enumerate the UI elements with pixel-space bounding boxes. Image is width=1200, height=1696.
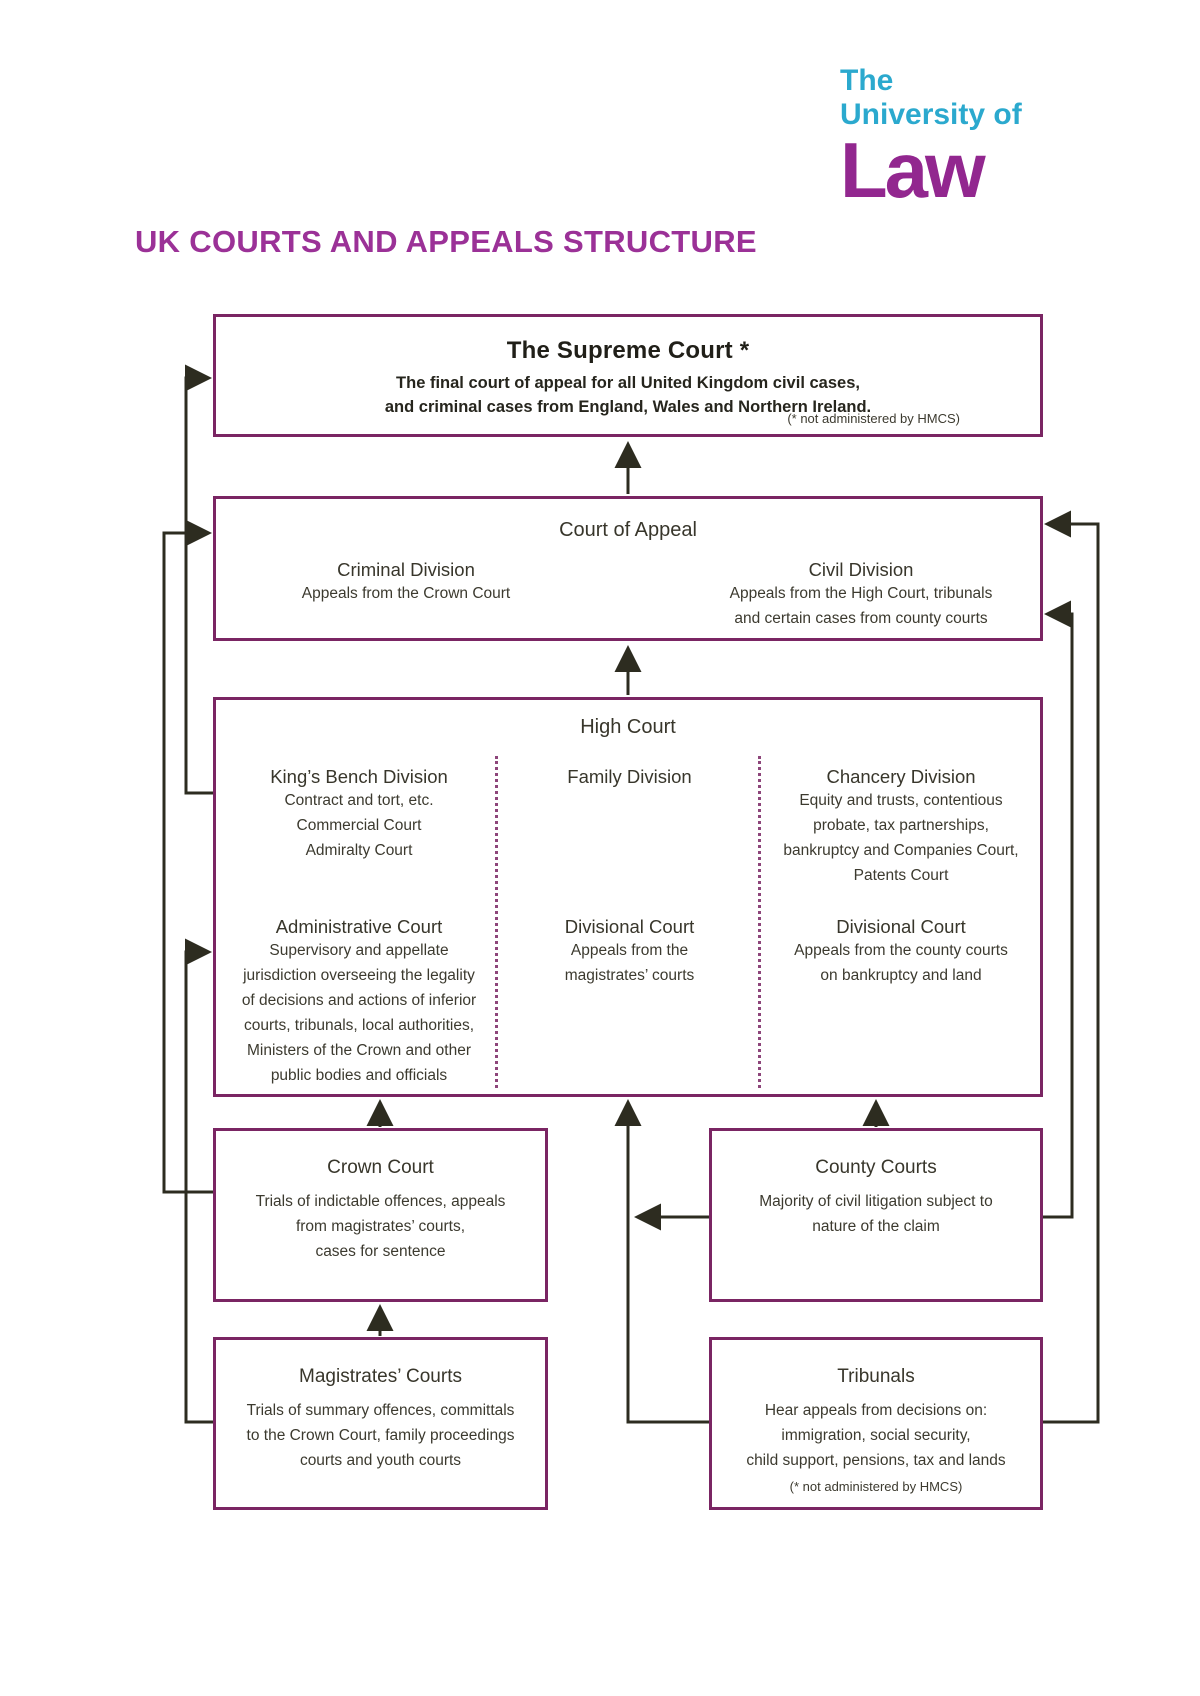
kings-bench-division-block: King’s Bench Division Contract and tort,… <box>224 766 494 863</box>
kings-bench-heading: King’s Bench Division <box>270 766 448 787</box>
family-division-heading: Family Division <box>567 766 692 787</box>
chancery-division-line: probate, tax partnerships, <box>813 817 989 834</box>
administrative-court-heading: Administrative Court <box>275 916 443 937</box>
supreme-court-title: The Supreme Court * <box>506 337 750 364</box>
arrow-crown-court-to-court-of-appeal-left <box>162 519 213 1194</box>
tribunals-box: Tribunals Hear appeals from decisions on… <box>709 1337 1043 1510</box>
family-divisional-court-block: Divisional Court Appeals from the magist… <box>501 916 758 988</box>
family-divisional-court-heading: Divisional Court <box>564 916 695 937</box>
magistrates-courts-line: Trials of summary offences, committals <box>246 1402 515 1419</box>
chancery-division-heading: Chancery Division <box>826 766 976 787</box>
court-of-appeal-box: Court of Appeal Criminal Division Appeal… <box>213 496 1043 641</box>
tribunals-footnote: (* not administered by HMCS) <box>789 1479 963 1494</box>
civil-division-line1: Appeals from the High Court, tribunals <box>729 585 993 602</box>
administrative-court-line: courts, tribunals, local authorities, <box>243 1017 475 1034</box>
family-divisional-court-line: Appeals from the <box>570 942 689 959</box>
arrow-tribunals-to-high-court <box>614 1099 709 1424</box>
logo-line-university-of: University of <box>840 98 1022 131</box>
crown-court-line: Trials of indictable offences, appeals <box>255 1193 506 1210</box>
chancery-division-line: bankruptcy and Companies Court, <box>783 842 1019 859</box>
chancery-divisional-court-line: Appeals from the county courts <box>794 942 1008 959</box>
magistrates-courts-line: to the Crown Court, family proceedings <box>246 1427 515 1444</box>
court-of-appeal-title: Court of Appeal <box>559 519 697 541</box>
page-title: UK COURTS AND APPEALS STRUCTURE <box>135 224 757 259</box>
chancery-divisional-court-line: on bankruptcy and land <box>820 967 982 984</box>
county-courts-title: County Courts <box>815 1157 937 1178</box>
administrative-court-line: public bodies and officials <box>270 1067 448 1084</box>
university-of-law-logo: The University of Law <box>840 64 1022 214</box>
chancery-division-block: Chancery Division Equity and trusts, con… <box>764 766 1038 888</box>
high-court-separator-left <box>495 756 498 1088</box>
chancery-divisional-court-block: Divisional Court Appeals from the county… <box>764 916 1038 988</box>
criminal-division-block: Criminal Division Appeals from the Crown… <box>236 559 576 606</box>
logo-line-the: The <box>840 64 894 97</box>
high-court-separator-right <box>758 756 761 1088</box>
magistrates-courts-line: courts and youth courts <box>299 1452 462 1469</box>
tribunals-title: Tribunals <box>837 1366 915 1387</box>
tribunals-line: child support, pensions, tax and lands <box>746 1452 1006 1469</box>
kings-bench-line: Admiralty Court <box>305 842 413 859</box>
arrow-tribunals-to-court-of-appeal-right <box>1043 510 1100 1424</box>
family-divisional-court-line: magistrates’ courts <box>564 967 695 984</box>
supreme-court-footnote: (* not administered by HMCS) <box>787 411 960 426</box>
chancery-division-line: Equity and trusts, contentious <box>799 792 1003 809</box>
supreme-court-box: The Supreme Court * The final court of a… <box>213 314 1043 437</box>
county-courts-line: nature of the claim <box>812 1218 940 1235</box>
tribunals-line: immigration, social security, <box>781 1427 971 1444</box>
civil-division-line2: and certain cases from county courts <box>734 610 988 627</box>
tribunals-line: Hear appeals from decisions on: <box>764 1402 988 1419</box>
family-division-block: Family Division <box>501 766 758 788</box>
criminal-division-heading: Criminal Division <box>337 559 475 580</box>
kings-bench-line: Commercial Court <box>296 817 422 834</box>
administrative-court-line: Supervisory and appellate <box>269 942 449 959</box>
crown-court-line: cases for sentence <box>315 1243 446 1260</box>
chancery-divisional-court-heading: Divisional Court <box>836 916 966 937</box>
chancery-division-line: Patents Court <box>853 867 949 884</box>
civil-division-heading: Civil Division <box>808 559 914 580</box>
crown-court-box: Crown Court Trials of indictable offence… <box>213 1128 548 1302</box>
civil-division-block: Civil Division Appeals from the High Cou… <box>671 559 1051 631</box>
administrative-court-line: jurisdiction overseeing the legality <box>243 967 475 984</box>
crown-court-line: from magistrates’ courts, <box>295 1218 466 1235</box>
arrow-magistrates-to-administrative-court-left <box>184 938 213 1424</box>
arrow-high-court-to-supreme-court-left <box>184 364 213 795</box>
supreme-court-line1: The final court of appeal for all United… <box>396 374 860 392</box>
county-courts-box: County Courts Majority of civil litigati… <box>709 1128 1043 1302</box>
magistrates-courts-box: Magistrates’ Courts Trials of summary of… <box>213 1337 548 1510</box>
administrative-court-line: Ministers of the Crown and other <box>247 1042 471 1059</box>
high-court-box: High Court King’s Bench Division Contrac… <box>213 697 1043 1097</box>
arrow-county-courts-to-court-of-appeal-right <box>1043 600 1074 1219</box>
logo-line-law: Law <box>840 126 986 214</box>
crown-court-title: Crown Court <box>327 1157 434 1178</box>
magistrates-courts-title: Magistrates’ Courts <box>299 1366 462 1387</box>
kings-bench-line: Contract and tort, etc. <box>284 792 434 809</box>
county-courts-line: Majority of civil litigation subject to <box>759 1193 993 1210</box>
administrative-court-block: Administrative Court Supervisory and app… <box>224 916 494 1088</box>
high-court-title: High Court <box>580 716 676 738</box>
administrative-court-line: of decisions and actions of inferior <box>241 992 477 1009</box>
supreme-court-line2: and criminal cases from England, Wales a… <box>384 398 872 416</box>
criminal-division-line1: Appeals from the Crown Court <box>301 585 511 602</box>
